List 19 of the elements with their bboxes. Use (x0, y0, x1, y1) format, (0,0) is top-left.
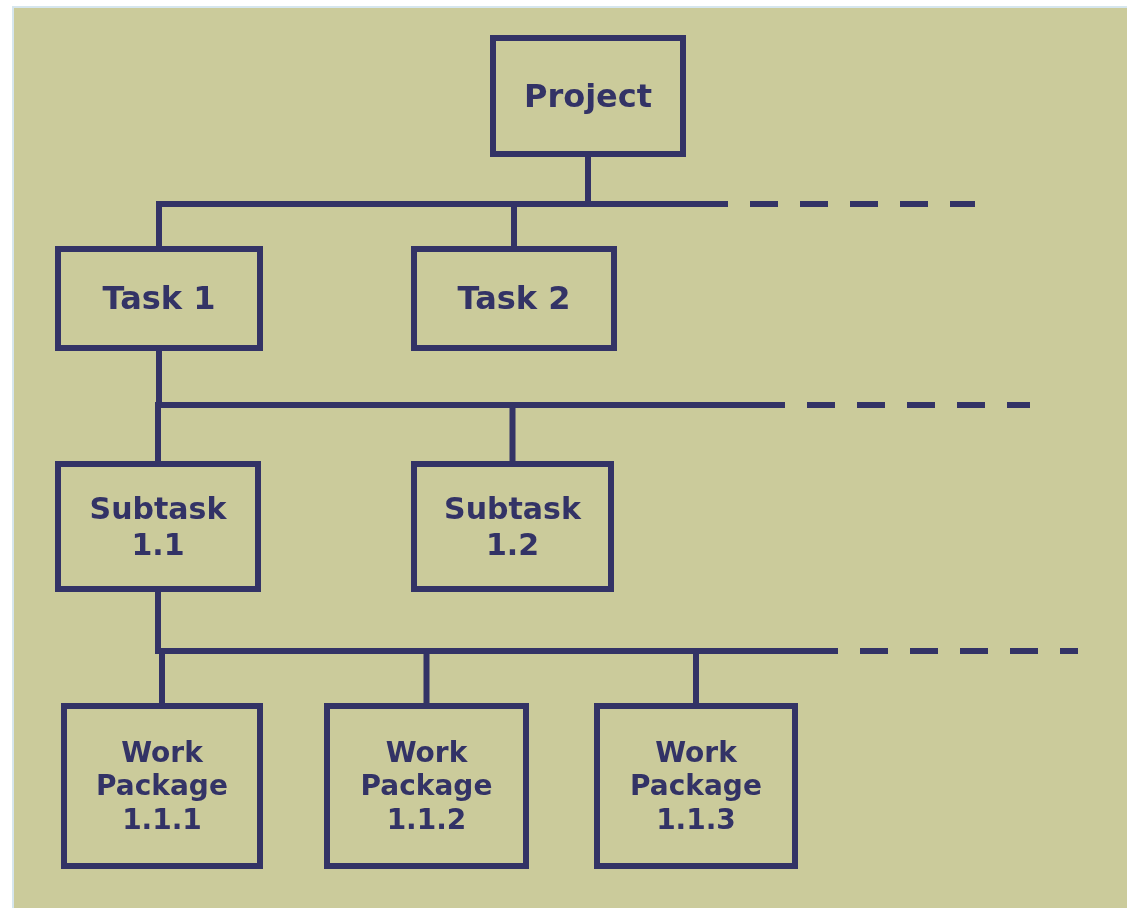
box-label: Project (523, 76, 653, 116)
box-label: Work Package 1.1.1 (95, 735, 229, 837)
dashed-connector (585, 157, 975, 207)
wbs-box (594, 703, 798, 869)
wbs-box (411, 461, 614, 592)
wbs-box (490, 35, 686, 157)
dashed-connector (155, 592, 1078, 654)
box-label: Subtask 1.2 (443, 490, 582, 563)
wbs-box (324, 703, 529, 869)
box-label: Work Package 1.1.3 (629, 735, 763, 837)
wbs-box (55, 461, 261, 592)
wbs-box (55, 246, 263, 351)
wbs-box (411, 246, 617, 351)
box-label: Task 2 (457, 279, 571, 318)
dashed-connector (156, 351, 1030, 408)
box-label: Subtask 1.1 (88, 490, 228, 563)
box-label: Work Package 1.1.2 (359, 735, 494, 837)
wbs-box (61, 703, 263, 869)
box-label: Task 1 (102, 279, 216, 318)
